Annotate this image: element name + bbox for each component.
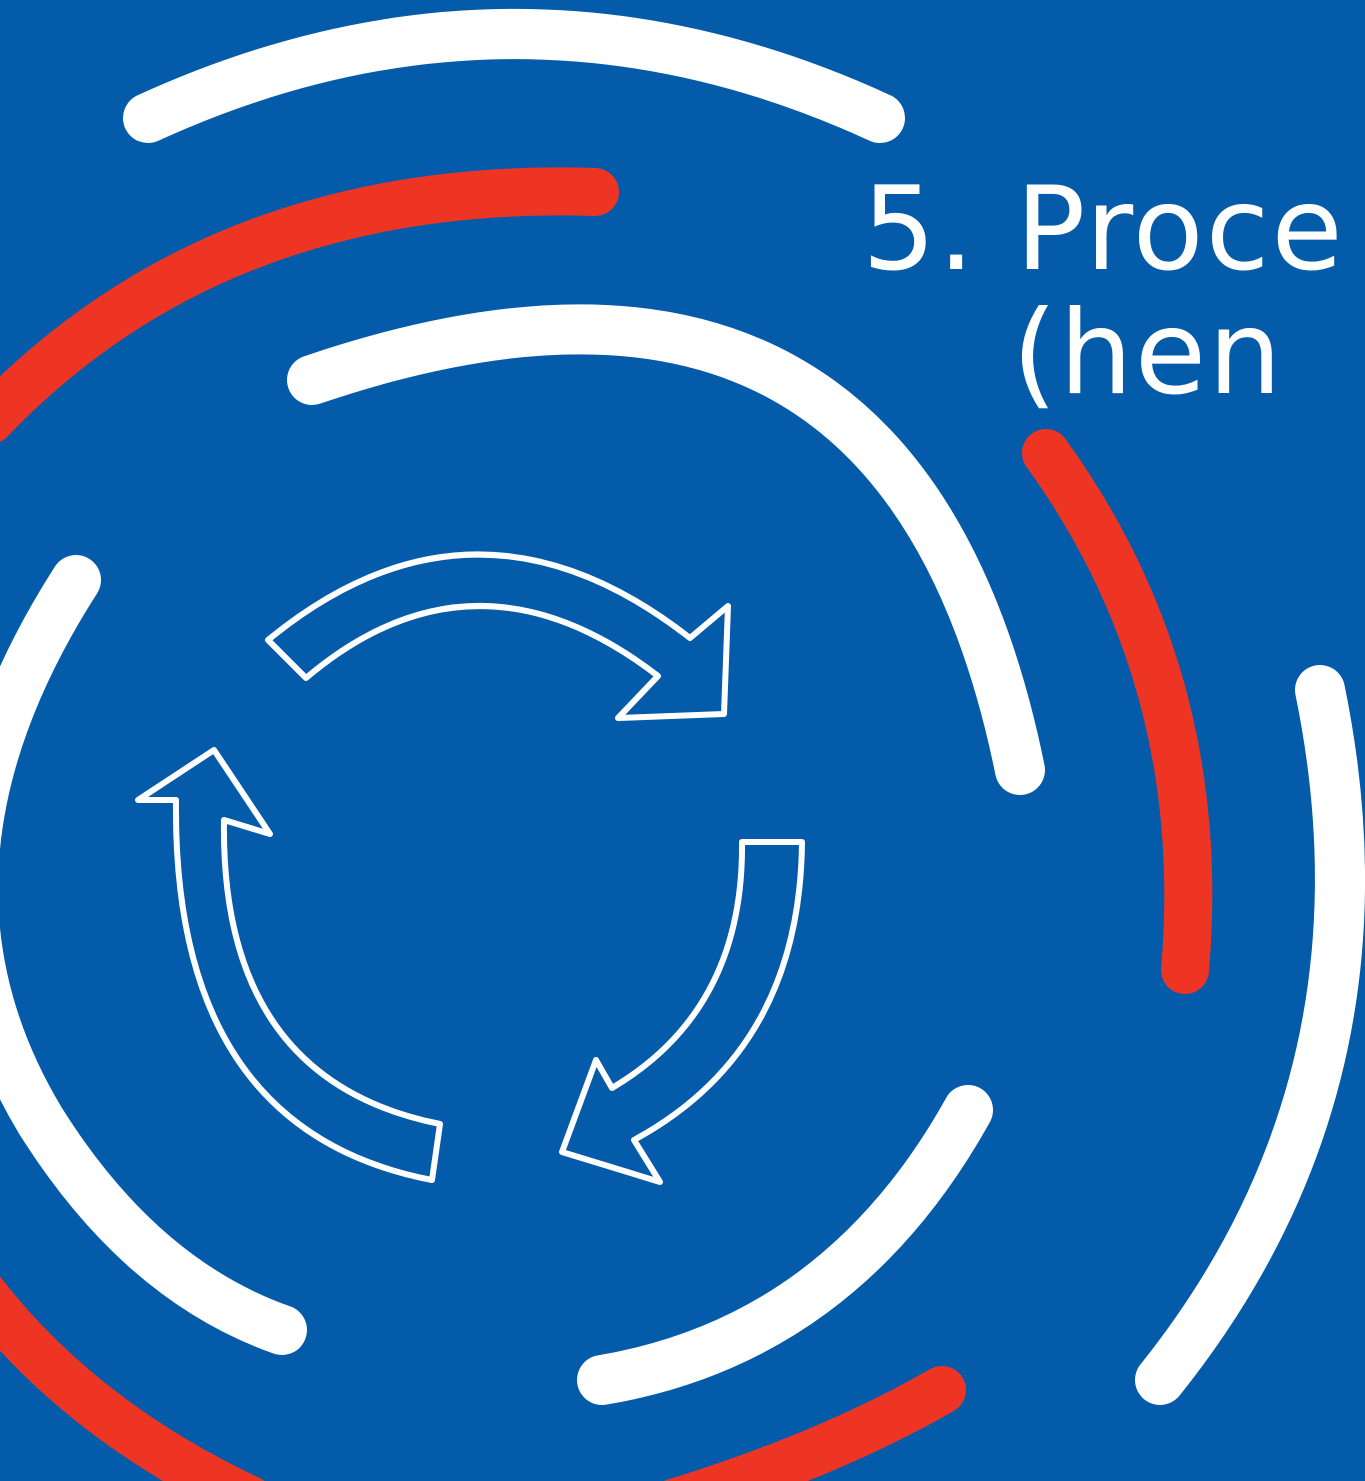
cycle-arrow-right [559, 839, 805, 1185]
slide-title-line-2: (hen [1012, 286, 1284, 416]
red-arc-bottom-left [0, 1276, 265, 1481]
slide-title-line-1: 5. Proce [862, 168, 1345, 297]
left-white-arc [0, 555, 307, 1355]
cycle-arrow-top [265, 551, 731, 721]
outer-top-white-arc [123, 9, 905, 143]
red-arc-right [1022, 429, 1213, 994]
red-arc-top-left [0, 167, 619, 442]
cycle-arrow-left [135, 747, 443, 1183]
slide-title: 5. Proce (hen [862, 168, 1365, 416]
right-white-arc [1135, 665, 1365, 1405]
inner-top-white-arc [287, 304, 1045, 795]
bottom-white-arc [577, 1085, 993, 1405]
circular-refresh-arrows-icon [135, 551, 805, 1185]
red-arc-bottom [663, 1366, 966, 1481]
